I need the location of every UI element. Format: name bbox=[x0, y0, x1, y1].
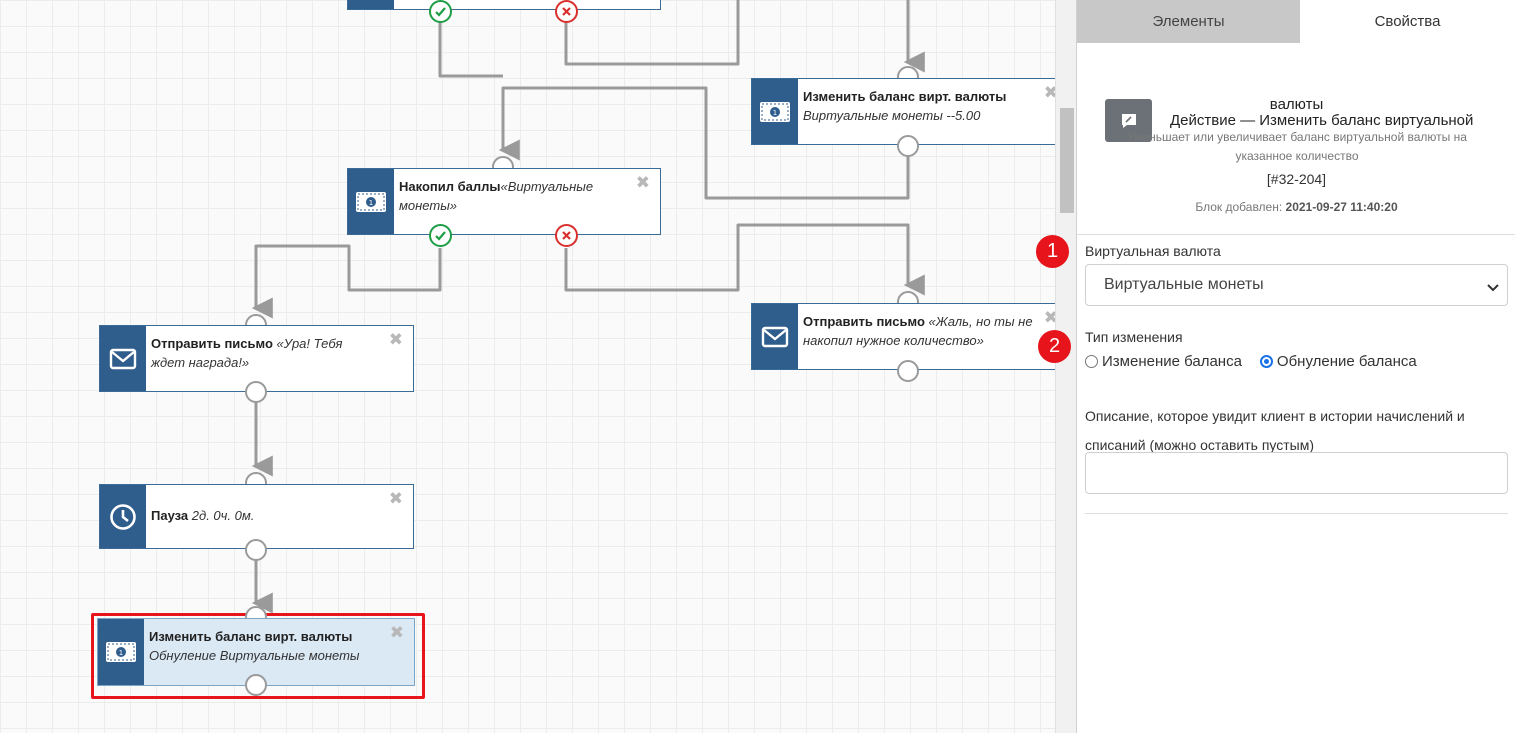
svg-text:1: 1 bbox=[119, 649, 123, 657]
radio-change-balance[interactable] bbox=[1085, 355, 1098, 368]
block-added-value: 2021-09-27 11:40:20 bbox=[1285, 200, 1398, 214]
connection-line bbox=[251, 244, 442, 319]
radio-change-balance-label[interactable]: Изменение баланса bbox=[1102, 353, 1242, 370]
flow-node-change-balance-top[interactable]: 1 Изменить баланс вирт. валюты Виртуальн… bbox=[751, 78, 1055, 145]
description-field-label: Описание, которое увидит клиент в истори… bbox=[1085, 408, 1465, 453]
node-icon-bg bbox=[348, 0, 394, 9]
block-description: Уменьшает или увеличивает баланс виртуал… bbox=[1127, 130, 1467, 163]
node-output-port[interactable] bbox=[245, 381, 267, 403]
divider bbox=[1077, 234, 1515, 235]
annotation-marker-1: 1 bbox=[1036, 235, 1069, 268]
change-type-label: Тип изменения bbox=[1085, 329, 1183, 345]
node-title: Изменить баланс вирт. валюты bbox=[149, 629, 353, 644]
node-title: Отправить письмо bbox=[151, 336, 273, 351]
block-added-label: Блок добавлен: bbox=[1195, 200, 1283, 214]
node-text: Изменить баланс вирт. валюты Виртуальные… bbox=[798, 79, 1028, 144]
money-icon: 1 bbox=[348, 169, 394, 234]
panel-tabs: Элементы Свойства bbox=[1077, 0, 1515, 43]
node-output-port[interactable] bbox=[897, 135, 919, 157]
node-output-port[interactable] bbox=[245, 674, 267, 696]
node-text: Пауза 2д. 0ч. 0м. bbox=[146, 485, 276, 548]
ok-branch-icon[interactable] bbox=[429, 224, 452, 247]
node-text: Отправить письмо «Жаль, но ты не накопил… bbox=[798, 304, 1055, 369]
flow-node-accumulated-points[interactable]: 1 Накопил баллы«Виртуальные монеты» ✖ bbox=[347, 168, 661, 235]
node-output-port[interactable] bbox=[897, 360, 919, 382]
connection-line bbox=[564, 223, 925, 296]
close-icon[interactable]: ✖ bbox=[389, 623, 404, 642]
block-title-continued: валюты bbox=[1269, 96, 1324, 113]
flow-connections bbox=[251, 0, 925, 614]
close-icon[interactable]: ✖ bbox=[635, 173, 650, 192]
ok-branch-icon[interactable] bbox=[429, 0, 452, 23]
close-icon[interactable]: ✖ bbox=[388, 330, 403, 349]
flow-node-partial[interactable] bbox=[347, 0, 661, 10]
block-added-date: Блок добавлен: 2021-09-27 11:40:20 bbox=[1077, 200, 1515, 214]
fail-branch-icon[interactable] bbox=[555, 0, 578, 23]
flow-node-pause[interactable]: Пауза 2д. 0ч. 0м. ✖ bbox=[99, 484, 414, 549]
money-icon: 1 bbox=[752, 79, 798, 144]
block-header: Действие — Изменить баланс виртуальной bbox=[1077, 43, 1515, 228]
radio-reset-balance-label[interactable]: Обнуление баланса bbox=[1276, 353, 1417, 370]
flow-node-send-email-ok[interactable]: Отправить письмо «Ура! Тебя ждет награда… bbox=[99, 325, 414, 392]
properties-panel: Элементы Свойства Действие — Изменить ба… bbox=[1076, 0, 1515, 733]
node-subtitle: «Виртуальные монеты» bbox=[399, 179, 594, 213]
annotation-marker-2: 2 bbox=[1038, 330, 1071, 363]
flow-canvas[interactable]: 1 Изменить баланс вирт. валюты Виртуальн… bbox=[0, 0, 1055, 733]
currency-label: Виртуальная валюта bbox=[1085, 243, 1221, 259]
change-type-radio-group: Изменение баланса Обнуление баланса bbox=[1085, 353, 1435, 370]
node-title: Накопил баллы bbox=[399, 179, 501, 194]
money-icon: 1 bbox=[98, 619, 144, 685]
radio-reset-balance[interactable] bbox=[1259, 355, 1273, 368]
envelope-icon bbox=[752, 304, 798, 369]
node-subtitle: «Ура! Тебя ждет награда!» bbox=[151, 336, 343, 370]
node-output-port[interactable] bbox=[245, 539, 267, 561]
clock-icon bbox=[100, 485, 146, 548]
tab-properties[interactable]: Свойства bbox=[1300, 0, 1515, 43]
tab-elements[interactable]: Элементы bbox=[1077, 0, 1300, 43]
divider bbox=[1085, 513, 1508, 514]
close-icon[interactable]: ✖ bbox=[1043, 308, 1055, 327]
node-subtitle: «Жаль, но ты не накопил нужное количеств… bbox=[803, 314, 1033, 348]
node-subtitle: Виртуальные монеты --5.00 bbox=[803, 108, 981, 123]
currency-select[interactable]: Виртуальные монеты bbox=[1085, 264, 1508, 306]
svg-text:1: 1 bbox=[773, 109, 777, 117]
node-title: Отправить письмо bbox=[803, 314, 925, 329]
node-subtitle: Обнуление Виртуальные монеты bbox=[149, 648, 360, 663]
edit-comment-icon bbox=[1105, 99, 1152, 142]
canvas-scrollbar[interactable] bbox=[1055, 0, 1076, 733]
flow-node-send-email-fail[interactable]: Отправить письмо «Жаль, но ты не накопил… bbox=[751, 303, 1055, 370]
node-text: Изменить баланс вирт. валюты Обнуление В… bbox=[144, 619, 408, 685]
node-subtitle: 2д. 0ч. 0м. bbox=[191, 508, 255, 523]
block-title: Действие — Изменить баланс виртуальной bbox=[1170, 112, 1474, 129]
envelope-icon bbox=[100, 326, 146, 391]
node-title: Изменить баланс вирт. валюты bbox=[803, 89, 1007, 104]
node-title: Пауза bbox=[151, 508, 189, 523]
connection-line bbox=[438, 12, 503, 78]
fail-branch-icon[interactable] bbox=[555, 224, 578, 247]
close-icon[interactable]: ✖ bbox=[1043, 83, 1055, 102]
close-icon[interactable]: ✖ bbox=[388, 489, 403, 508]
block-id: [#32-204] bbox=[1266, 171, 1327, 187]
node-text: Накопил баллы«Виртуальные монеты» bbox=[394, 169, 634, 234]
chevron-down-icon bbox=[1487, 279, 1499, 297]
currency-select-value: Виртуальные монеты bbox=[1104, 276, 1264, 293]
scrollbar-thumb[interactable] bbox=[1060, 108, 1074, 213]
connection-line bbox=[564, 0, 740, 66]
svg-text:1: 1 bbox=[369, 199, 373, 207]
connection-line bbox=[498, 86, 910, 200]
description-input[interactable] bbox=[1085, 452, 1508, 494]
node-text: Отправить письмо «Ура! Тебя ждет награда… bbox=[146, 326, 396, 391]
